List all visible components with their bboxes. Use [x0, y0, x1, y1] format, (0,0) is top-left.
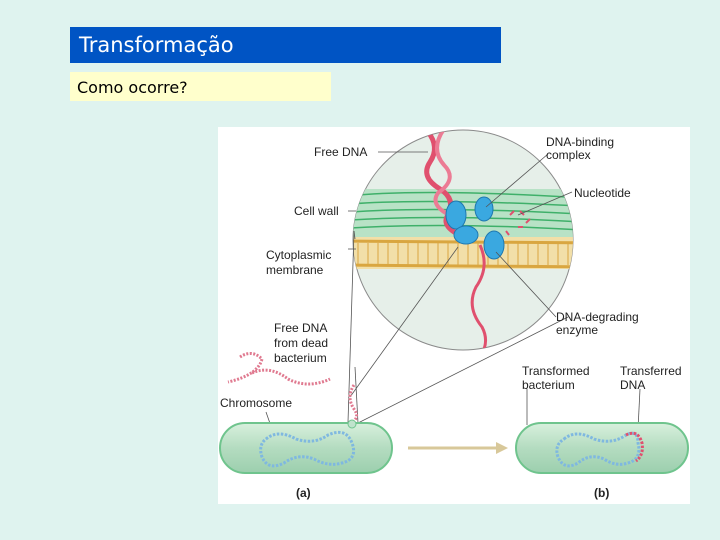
- magnified-view: [352, 129, 574, 351]
- slide-subtitle: Como ocorre?: [70, 72, 331, 101]
- label-free-dna-dead-3: bacterium: [274, 351, 327, 365]
- chromosome-b: [555, 431, 641, 468]
- single-strand-dna: [470, 244, 487, 350]
- bacterium-b: [515, 422, 689, 474]
- process-arrow: [408, 442, 508, 454]
- label-cytoplasmic-1: Cytoplasmic: [266, 248, 331, 262]
- label-cell-wall: Cell wall: [294, 204, 339, 218]
- label-dna-degrading-2: enzyme: [556, 323, 598, 337]
- label-cytoplasmic-2: membrane: [266, 263, 324, 277]
- label-chromosome: Chromosome: [220, 396, 292, 410]
- label-dna-binding-2: complex: [546, 148, 591, 162]
- transformation-diagram: Free DNA DNA-binding complex Nucleotide …: [218, 127, 690, 504]
- label-panel-b: (b): [594, 486, 609, 500]
- dead-bacterium-dna-fragments: [227, 352, 359, 425]
- label-free-dna-dead-1: Free DNA: [274, 321, 327, 335]
- transferred-dna-segment: [625, 431, 644, 463]
- dna-binding-complex: [445, 196, 505, 260]
- label-transformed-1: Transformed: [522, 364, 590, 378]
- label-free-dna: Free DNA: [314, 145, 367, 159]
- slide-title: Transformação: [70, 27, 501, 63]
- label-dna-binding-1: DNA-binding: [546, 135, 614, 149]
- label-transferred-2: DNA: [620, 378, 645, 392]
- label-free-dna-dead-2: from dead: [274, 336, 328, 350]
- label-dna-degrading-1: DNA-degrading: [556, 310, 639, 324]
- label-panel-a: (a): [296, 486, 311, 500]
- label-nucleotide: Nucleotide: [574, 186, 631, 200]
- label-transferred-1: Transferred: [620, 364, 682, 378]
- bacterium-a: [219, 419, 393, 474]
- chromosome-a: [259, 430, 356, 468]
- label-transformed-2: bacterium: [522, 378, 575, 392]
